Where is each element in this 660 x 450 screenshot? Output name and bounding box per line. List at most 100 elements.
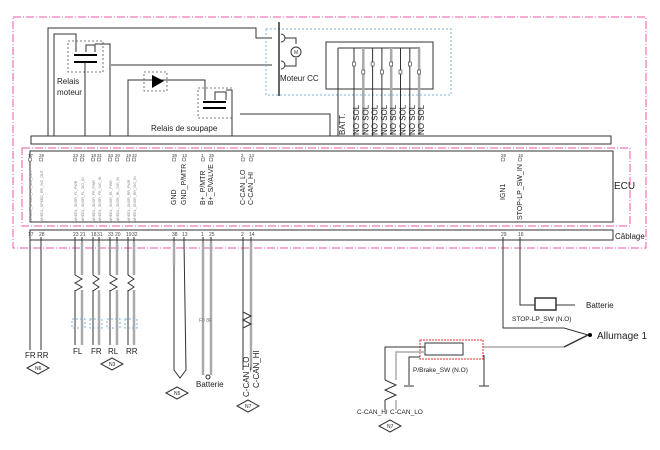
ecu-pin-number: 38 <box>172 153 178 158</box>
ecu-pin-signal: WHEEL_SNSR_RL_SIG_IN <box>116 176 120 222</box>
ecu-boundary <box>21 147 631 227</box>
ecu-pin-number: 33 <box>108 153 114 158</box>
ecu-label: ECU <box>614 181 635 192</box>
ecu-pin-number: 18 <box>91 153 97 158</box>
solenoid-label: NO SOL <box>371 104 380 135</box>
harness-pin-number: 13 <box>182 232 188 238</box>
ecu-box <box>29 150 614 223</box>
solenoid-label: NO SOL <box>408 104 417 135</box>
can-lo-label-2: C-CAN_LO <box>390 409 423 416</box>
ecu-pin-signal: GND <box>171 189 178 205</box>
harness-pin-number: 1 <box>201 232 204 238</box>
ecu-pin-signal: WHEEL_SNSR_RL_PWR <box>109 180 113 222</box>
ecu-pin-signal: WHEEL_SPEED_FR_SIG_OUT <box>29 170 33 222</box>
speed-out-fr: FR <box>25 351 36 360</box>
harness-pin-number: 38 <box>172 232 178 238</box>
solenoid-label: NO SOL <box>380 104 389 135</box>
harness-pin-number: 29 <box>501 232 507 238</box>
solenoid-coil <box>361 69 366 75</box>
harness-pin-number: 33 <box>108 232 114 238</box>
ecu-pin-signal: C-CAN_LO <box>240 169 247 205</box>
twisted-pair-icon <box>92 274 100 292</box>
solenoid-coil <box>417 69 421 75</box>
wheel-label: FR <box>91 347 102 356</box>
ecu-pin-number: 25 <box>209 153 215 158</box>
twisted-pair-icon <box>127 274 135 292</box>
ecu-pin-signal: WHEEL_SPEED_RR_SIG_OUT <box>40 169 44 222</box>
harness-pin-number: 2 <box>241 232 244 238</box>
solenoid-coil <box>380 69 384 75</box>
wheel-label: RL <box>108 347 119 356</box>
connector-label: N3 <box>109 362 116 368</box>
connector-label: N6 <box>35 366 42 372</box>
relay-motor-label-2: moteur <box>57 88 82 97</box>
ecu-pin-number: 28 <box>39 153 45 158</box>
ecu-pin-signal: WHEEL_SNSR_FR_SIG_IN <box>98 176 102 222</box>
solenoid-label: NO SOL <box>361 104 370 135</box>
ecu-pin-number: 1 <box>201 153 204 158</box>
ecu-pin-number: 13 <box>182 153 188 158</box>
harness-pin-number: 19 <box>126 232 132 238</box>
ecu-pin-signal: STOP-LP_SW_IN <box>517 164 524 220</box>
solenoid-coil <box>352 61 356 67</box>
ecu-pin-number: 31 <box>97 153 103 158</box>
ecu-pin-signal: WHEEL_SNSR_FL_PWR <box>74 180 78 222</box>
connector-label: N7 <box>387 424 394 430</box>
ecu-pin-number: 16 <box>518 153 524 158</box>
battery-label-right: Batterie <box>586 301 614 310</box>
top-bus-bar <box>30 135 612 145</box>
harness-pin-number: 14 <box>249 232 255 238</box>
ecu-pin-signal: WHEEL_SNSR_RR_PWR <box>127 179 131 222</box>
batt-label: BATT. <box>338 114 347 135</box>
harness-label: Câblage <box>615 232 645 241</box>
harness-pin-number: 16 <box>518 232 524 238</box>
ecu-pin-number: 23 <box>73 153 79 158</box>
ecu-pin-signal: WHEEL_SNSR_FL_SIG_IN <box>81 177 85 222</box>
motor-cc: M Moteur CC <box>265 22 452 96</box>
can-hi-label-2: C-CAN_HI <box>357 409 388 416</box>
harness-pin-number: 20 <box>115 232 121 238</box>
solenoid-label: NO SOL <box>417 104 426 135</box>
ecu-pin-signal: IGN1 <box>500 184 507 200</box>
stop-lamp-switch[interactable] <box>534 297 557 311</box>
solenoid-coil <box>398 69 403 75</box>
speed-out-rr: RR <box>37 351 49 360</box>
solenoid-label: NO SOL <box>352 104 361 135</box>
twisted-pair-icon <box>108 274 119 292</box>
solenoid-coil <box>370 61 375 67</box>
battery-fuse-label: F0 8F <box>199 318 212 324</box>
solenoid-label: NO SOL <box>389 104 398 135</box>
stop-switch-label: STOP-LP_SW (N.O) <box>512 316 571 323</box>
ecu-pin-signal: C-CAN_HI <box>248 172 255 205</box>
connector-diamond <box>377 419 403 433</box>
harness-pin-number: 28 <box>39 232 45 238</box>
motor-icon <box>290 46 302 58</box>
can-hi-label: C-CAN_HI <box>252 350 261 388</box>
connector-diamond <box>25 361 51 375</box>
connector-diamond <box>164 386 190 400</box>
diode-icon <box>152 75 164 88</box>
connector-label: N7 <box>245 404 252 410</box>
relay-motor: Relais moteur <box>47 27 272 136</box>
harness-pin-number: 31 <box>97 232 103 238</box>
solenoid-label: NO SOL <box>399 104 408 135</box>
ecu-pin-number: 21 <box>80 153 86 158</box>
harness-pin-number: 23 <box>73 232 79 238</box>
system-boundary <box>12 16 647 249</box>
ecu-pin-signal: B+_S/VALVE <box>208 164 215 205</box>
ignition-label: Allumage 1 <box>597 331 647 342</box>
brake-switch-label: P/Brake_SW (N.O) <box>413 367 468 374</box>
relay-motor-label-1: Relais <box>57 77 79 86</box>
harness-pin-number: 21 <box>80 232 86 238</box>
connector-label: N5 <box>174 391 181 397</box>
relay-valve: Relais de soupape <box>127 71 331 136</box>
ecu-pin-signal: WHEEL_SNSR_RR_SIG_IN <box>133 176 137 222</box>
connector-diamond <box>99 357 125 371</box>
can-lo-label: C-CAN_LO <box>242 357 251 397</box>
wheel-sensor-connector <box>71 318 86 329</box>
wheel-sensor-connector <box>124 318 138 329</box>
motor-label: Moteur CC <box>280 74 319 83</box>
ecu-pin-number: 19 <box>126 153 132 158</box>
ecu-pin-number: 2 <box>241 153 244 158</box>
